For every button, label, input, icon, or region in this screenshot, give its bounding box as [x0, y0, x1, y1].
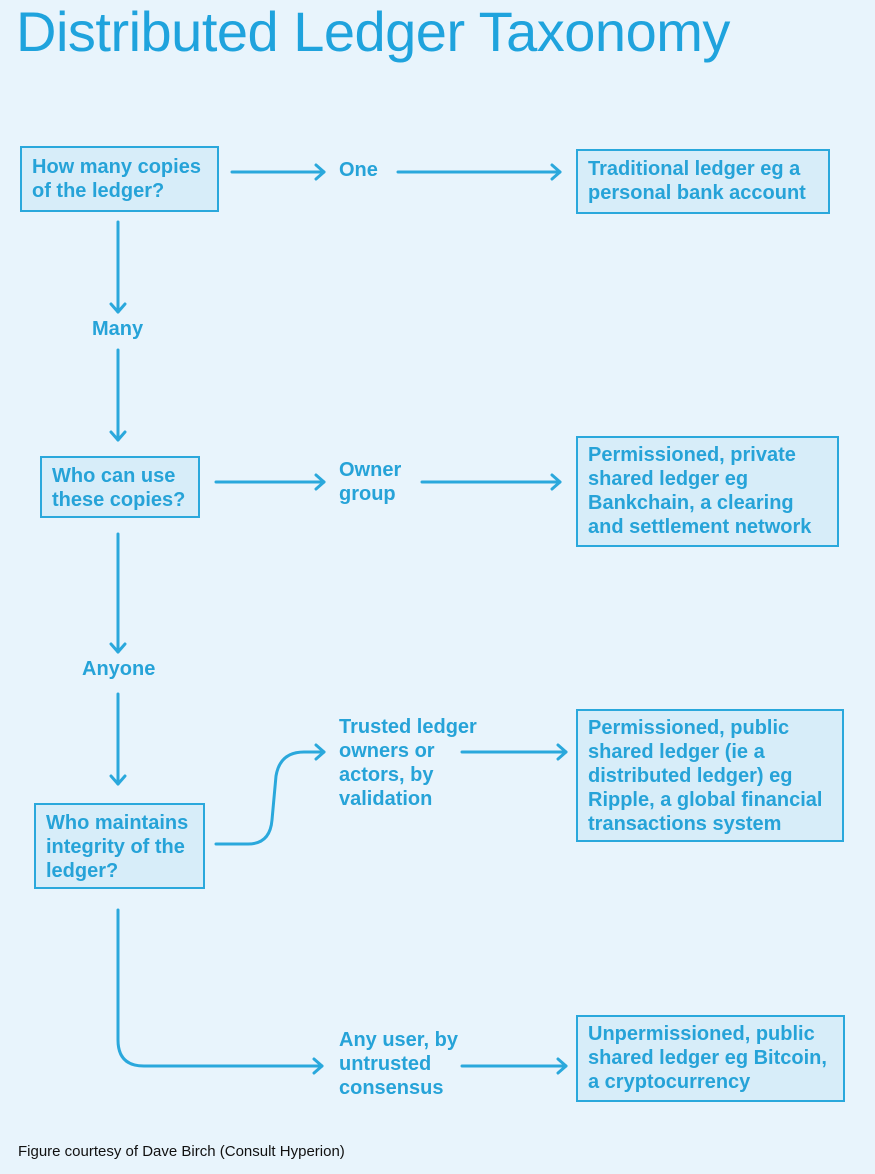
question-line: of the ledger?	[32, 180, 165, 202]
answer-line: group	[339, 483, 396, 505]
question-box-integrity: Who maintains integrity of the ledger?	[34, 803, 205, 889]
arrow-q3-to-trusted	[214, 750, 326, 846]
outcome-line: shared ledger eg	[588, 468, 749, 490]
arrowhead	[314, 163, 326, 181]
answer-label-any-user: Any user, by untrusted consensus	[339, 1028, 458, 1100]
outcome-line: and settlement network	[588, 516, 812, 538]
outcome-box-permissioned-private: Permissioned, private shared ledger eg B…	[576, 436, 839, 547]
arrowhead	[556, 1057, 568, 1075]
arrowhead	[550, 473, 562, 491]
page-title: Distributed Ledger Taxonomy	[16, 0, 730, 63]
arrowhead	[556, 743, 568, 761]
outcome-line: Ripple, a global financial	[588, 789, 823, 811]
outcome-line: a cryptocurrency	[588, 1071, 751, 1093]
question-line: How many copies	[32, 156, 201, 178]
answer-line: Any user, by	[339, 1029, 458, 1051]
answer-line: consensus	[339, 1077, 444, 1099]
arrowhead	[109, 430, 127, 442]
outcome-line: shared ledger (ie a	[588, 741, 765, 763]
outcome-box-permissioned-public: Permissioned, public shared ledger (ie a…	[576, 709, 844, 842]
arrowhead	[312, 1057, 324, 1075]
arrowhead	[109, 302, 127, 314]
answer-line: validation	[339, 788, 433, 810]
question-line: Who can use	[52, 465, 176, 487]
answer-line: One	[339, 159, 378, 181]
arrowhead	[109, 642, 127, 654]
outcome-box-unpermissioned: Unpermissioned, public shared ledger eg …	[576, 1015, 845, 1102]
answer-line: Trusted ledger	[339, 716, 477, 738]
question-box-copies: How many copies of the ledger?	[20, 146, 219, 212]
answer-label-owner-group: Owner group	[339, 458, 401, 506]
answer-label-one: One	[339, 158, 378, 182]
arrowhead	[109, 774, 127, 786]
answer-line: untrusted	[339, 1053, 432, 1075]
outcome-box-traditional: Traditional ledger eg a personal bank ac…	[576, 149, 830, 214]
arrowhead	[550, 163, 562, 181]
outcome-line: personal bank account	[588, 182, 806, 204]
outcome-line: shared ledger eg Bitcoin,	[588, 1047, 827, 1069]
question-line: integrity of the	[46, 836, 185, 858]
arrowhead	[314, 473, 326, 491]
answer-label-many: Many	[92, 318, 144, 340]
answer-label-anyone: Anyone	[82, 658, 156, 680]
outcome-line: Bankchain, a clearing	[588, 492, 794, 514]
question-line: ledger?	[46, 860, 119, 882]
question-line: these copies?	[52, 489, 186, 511]
arrowhead	[314, 743, 326, 761]
outcome-line: Permissioned, public	[588, 717, 790, 739]
question-box-who-can-use: Who can use these copies?	[40, 456, 200, 518]
outcome-line: Permissioned, private	[588, 444, 796, 466]
answer-line: Owner	[339, 459, 402, 481]
arrow-q3-to-anyuser	[116, 908, 324, 1068]
answer-line: owners or	[339, 740, 435, 762]
outcome-line: Unpermissioned, public	[588, 1023, 815, 1045]
figure-credit: Figure courtesy of Dave Birch (Consult H…	[18, 1143, 345, 1160]
outcome-line: distributed ledger) eg	[588, 765, 793, 787]
outcome-line: transactions system	[588, 813, 782, 835]
question-line: Who maintains	[46, 812, 189, 834]
outcome-line: Traditional ledger eg a	[588, 158, 801, 180]
answer-label-trusted: Trusted ledger owners or actors, by vali…	[339, 715, 477, 811]
answer-line: actors, by	[339, 764, 434, 786]
